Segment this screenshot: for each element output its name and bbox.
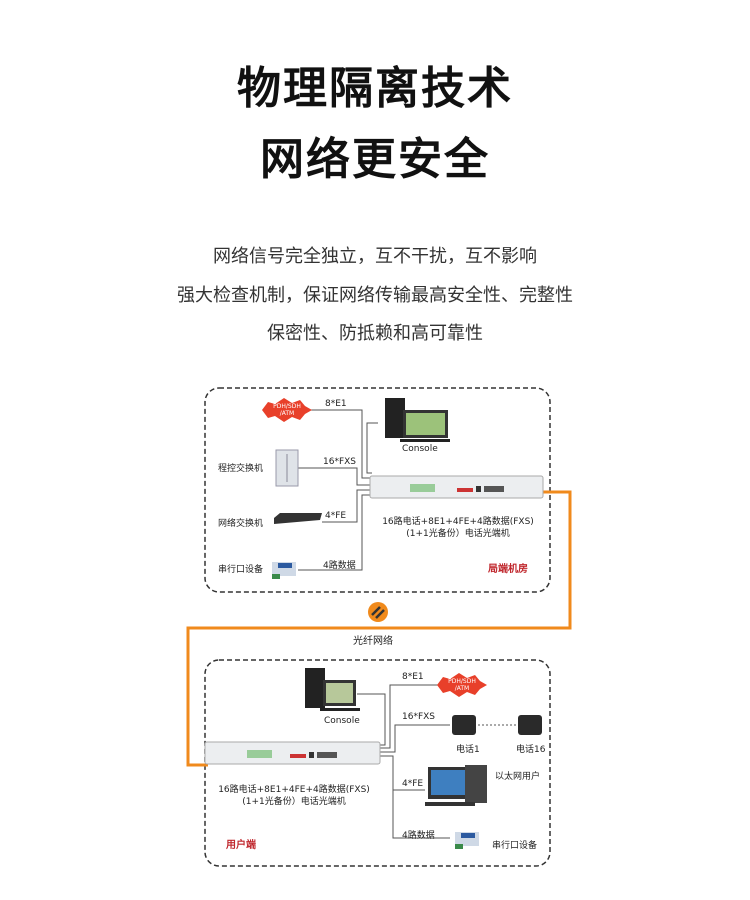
user-side-links (357, 684, 518, 839)
ethernet-user-pc-icon (425, 765, 487, 806)
link-label-data: 4路数据 (323, 561, 356, 571)
phone-1-icon (452, 715, 476, 735)
user-transceiver-caption-line-2: (1+1光备份）电话光端机 (242, 797, 346, 807)
phone-16-icon (518, 715, 542, 735)
central-office-boundary (204, 387, 551, 593)
console-pc-icon (385, 398, 450, 442)
user-link-label-e1: 8*E1 (402, 672, 424, 682)
description-line-2: 强大检查机制，保证网络传输最高安全性、完整性 (177, 285, 573, 306)
user-side-boundary (204, 659, 551, 867)
headline-line-1: 物理隔离技术 (237, 63, 513, 114)
pdh-burst-icon (262, 398, 312, 422)
fiber-network-label: 光纤网络 (353, 636, 393, 647)
console-pc-icon-user (305, 668, 360, 711)
phone-1-label: 电话1 (456, 745, 480, 755)
transceiver-user (204, 741, 381, 765)
link-label-e1: 8*E1 (325, 399, 347, 409)
transceiver-central (369, 475, 544, 499)
transceiver-caption-line-1: 16路电话+8E1+4FE+4路数据(FXS) (382, 517, 534, 527)
pdh-burst-icon-user (437, 673, 487, 697)
user-side-site-label: 用户端 (226, 840, 256, 851)
description-line-1: 网络信号完全独立，互不干扰，互不影响 (213, 246, 537, 267)
link-label-fxs: 16*FXS (323, 457, 357, 467)
user-console-label: Console (324, 716, 360, 726)
switchboard-icon (275, 449, 299, 487)
fiber-link (186, 490, 572, 767)
user-link-label-data: 4路数据 (402, 831, 435, 841)
network-switch-icon (274, 513, 322, 524)
serial-device-icon (272, 562, 296, 579)
pdh-label-user: PDH/SDH /ATM (448, 678, 476, 692)
serial-device-icon-user (455, 832, 479, 849)
serial-device-label: 串行口设备 (218, 565, 264, 575)
ethernet-user-label: 以太网用户 (495, 772, 541, 782)
user-serial-device-label: 串行口设备 (492, 841, 538, 851)
transceiver-caption-line-2: (1+1光备份）电话光端机 (406, 529, 510, 539)
switchboard-label: 程控交换机 (218, 464, 264, 474)
central-office-site-label: 局端机房 (488, 564, 528, 575)
user-link-label-fe: 4*FE (402, 779, 424, 789)
fiber-icon (368, 602, 388, 622)
central-office-links (297, 409, 378, 571)
description-line-3: 保密性、防抵赖和高可靠性 (267, 323, 483, 344)
pdh-label: PDH/SDH /ATM (273, 403, 301, 417)
user-transceiver-caption-line-1: 16路电话+8E1+4FE+4路数据(FXS) (218, 785, 370, 795)
console-label: Console (402, 444, 438, 454)
headline-line-2: 网络更安全 (260, 134, 490, 185)
link-label-fe: 4*FE (325, 511, 347, 521)
phone-16-label: 电话16 (516, 745, 546, 755)
user-link-label-fxs: 16*FXS (402, 712, 436, 722)
network-switch-label: 网络交换机 (218, 519, 264, 529)
